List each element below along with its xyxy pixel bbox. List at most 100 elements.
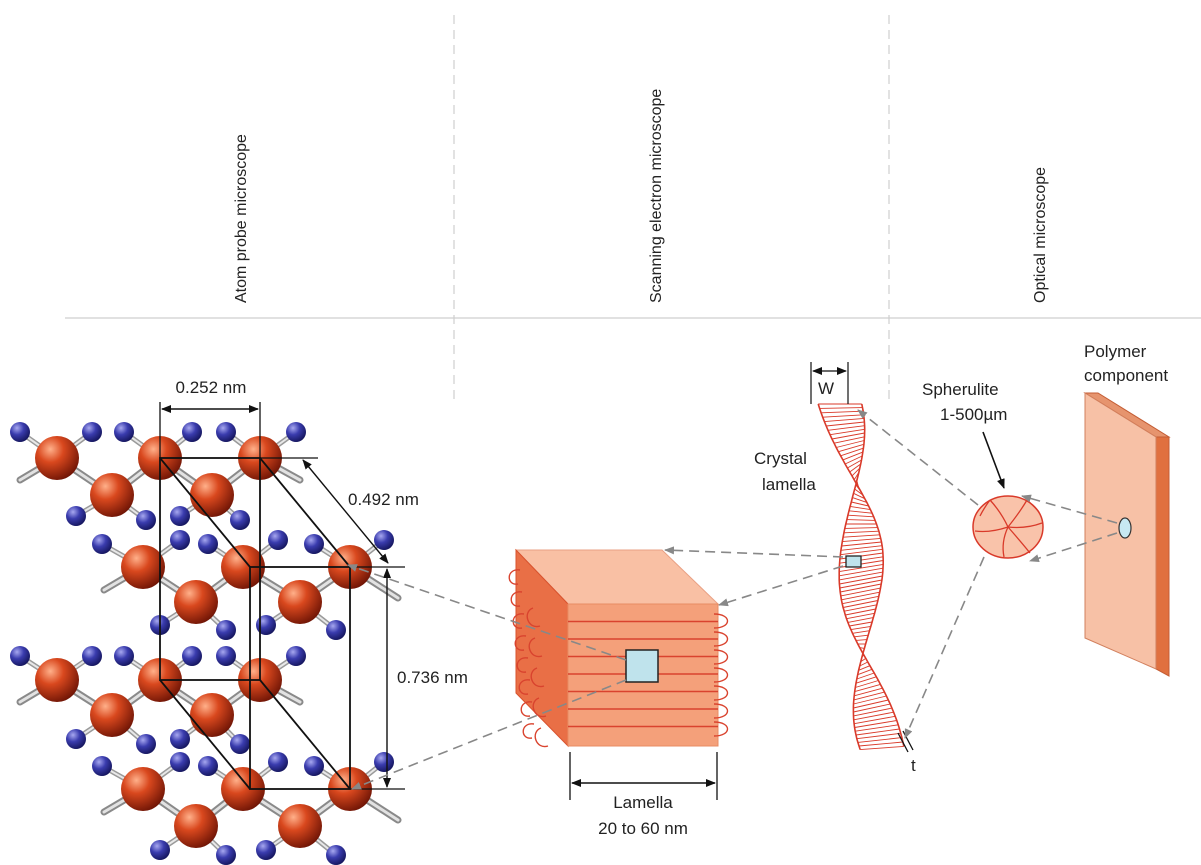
ribbon-hatch-line [855, 676, 877, 684]
lamella-detail-box [625, 649, 659, 683]
ribbon-hatch-line [846, 612, 875, 620]
hydrogen-atom [216, 646, 236, 666]
spherulite-pointer [982, 431, 1005, 489]
dimension-label: 0.252 nm [176, 378, 247, 397]
hydrogen-atom [286, 646, 306, 666]
hydrogen-atom [136, 734, 156, 754]
hydrogen-atom [10, 646, 30, 666]
carbon-atom [90, 473, 134, 517]
spherulite-size-label: 1-500µm [940, 405, 1007, 424]
ribbon-hatch-line [842, 451, 863, 461]
ribbon-hatch-line [853, 699, 889, 709]
ribbon-hatch-line [855, 728, 900, 736]
hydrogen-atom [286, 422, 306, 442]
unit-cell-edge [259, 457, 351, 568]
fold-loop [713, 649, 729, 665]
fold-loop [526, 607, 541, 628]
fold-loop [713, 667, 729, 683]
hydrogen-atom [216, 845, 236, 865]
plate-side-edge [1155, 436, 1170, 677]
hydrogen-atom [92, 534, 112, 554]
ribbon-hatch-line [854, 634, 869, 638]
fold-loop [713, 721, 729, 737]
zoom-arrow [664, 546, 844, 558]
unit-cell-front-face [159, 457, 261, 681]
crystal-lamella-ribbon [817, 403, 914, 753]
carbon-atom [221, 767, 265, 811]
carbon-atom [35, 658, 79, 702]
hydrogen-atom [92, 756, 112, 776]
ribbon-hatch-line [839, 567, 884, 577]
ribbon-hatch-line [844, 604, 877, 612]
zoom-arrow [857, 409, 979, 506]
ribbon-hatch-line [847, 514, 874, 518]
header-sem: Scanning electron microscope [648, 89, 665, 303]
hydrogen-atom [82, 422, 102, 442]
hydrogen-atom [114, 422, 134, 442]
ribbon-hatch-line [851, 467, 861, 477]
hydrogen-atom [182, 422, 202, 442]
width-symbol: W [818, 379, 834, 398]
dimension-label: 0.736 nm [397, 668, 468, 687]
carbon-atom [121, 767, 165, 811]
ribbon-hatch-line [841, 591, 880, 601]
ribbon-hatch-line [840, 548, 883, 556]
ribbon-hatch-line [834, 436, 865, 444]
ribbon-hatch-line [841, 541, 882, 547]
hydrogen-atom [216, 422, 236, 442]
ribbon-hatch-line [857, 737, 902, 743]
hydrogen-atom [256, 615, 276, 635]
fold-loop [713, 613, 729, 629]
carbon-atom [90, 693, 134, 737]
ribbon-hatch-line [851, 501, 869, 507]
spherulite-label: Spherulite [922, 380, 999, 399]
hydrogen-atom [326, 620, 346, 640]
ribbon-hatch-line [852, 497, 867, 503]
ribbon-hatching [818, 403, 904, 751]
ribbon-hatch-line [857, 668, 873, 676]
hydrogen-atom [198, 756, 218, 776]
hydrogen-atom [170, 506, 190, 526]
hydrogen-atom [170, 530, 190, 550]
hydrogen-atom [66, 506, 86, 526]
zoom-arrow [347, 564, 627, 661]
hydrogen-atom [170, 729, 190, 749]
ribbon-hatch-line [839, 571, 883, 581]
ribbon-hatch-line [853, 695, 887, 705]
fold-loop [520, 701, 533, 717]
dimension-lamella: Lamella 20 to 60 nm [569, 752, 718, 838]
zoom-arrow [904, 556, 985, 739]
fold-loop [534, 727, 549, 748]
ribbon-hatch-line [844, 527, 878, 529]
ribbon-hatch-line [819, 407, 863, 409]
ribbon-hatch-line [853, 703, 891, 713]
ribbon-hatch-line [853, 707, 892, 717]
ribbon-hatch-line [856, 732, 901, 740]
ribbon-hatch-line [855, 680, 879, 688]
carbon-atom [221, 545, 265, 589]
ribbon-hatch-line [826, 421, 865, 427]
hydrogen-atom [198, 534, 218, 554]
dimension-width: W [810, 362, 849, 404]
carbon-atom [35, 436, 79, 480]
zoom-arrow [1021, 494, 1118, 524]
lamella-range-label: 20 to 60 nm [598, 819, 688, 838]
dimension-0492: 0.492 nm [260, 457, 419, 568]
carbon-atom [278, 804, 322, 848]
lamella-block [508, 548, 729, 748]
ribbon-hatch-line [853, 492, 865, 500]
hydrogen-atom [114, 646, 134, 666]
hydrogen-atom [136, 510, 156, 530]
dimension-label: 0.492 nm [348, 490, 419, 509]
ribbon-detail-box [845, 555, 862, 568]
hydrogen-atom [230, 510, 250, 530]
hydrogen-atom [66, 729, 86, 749]
ribbon-hatch-line [858, 741, 903, 747]
hydrogen-atom [326, 845, 346, 865]
ribbon-hatch-line [852, 630, 870, 634]
polymer-label-line1: Polymer [1084, 342, 1147, 361]
ribbon-hatch-line [840, 583, 882, 593]
ribbon-hatch-line [854, 683, 881, 693]
hydrogen-atom [304, 534, 324, 554]
